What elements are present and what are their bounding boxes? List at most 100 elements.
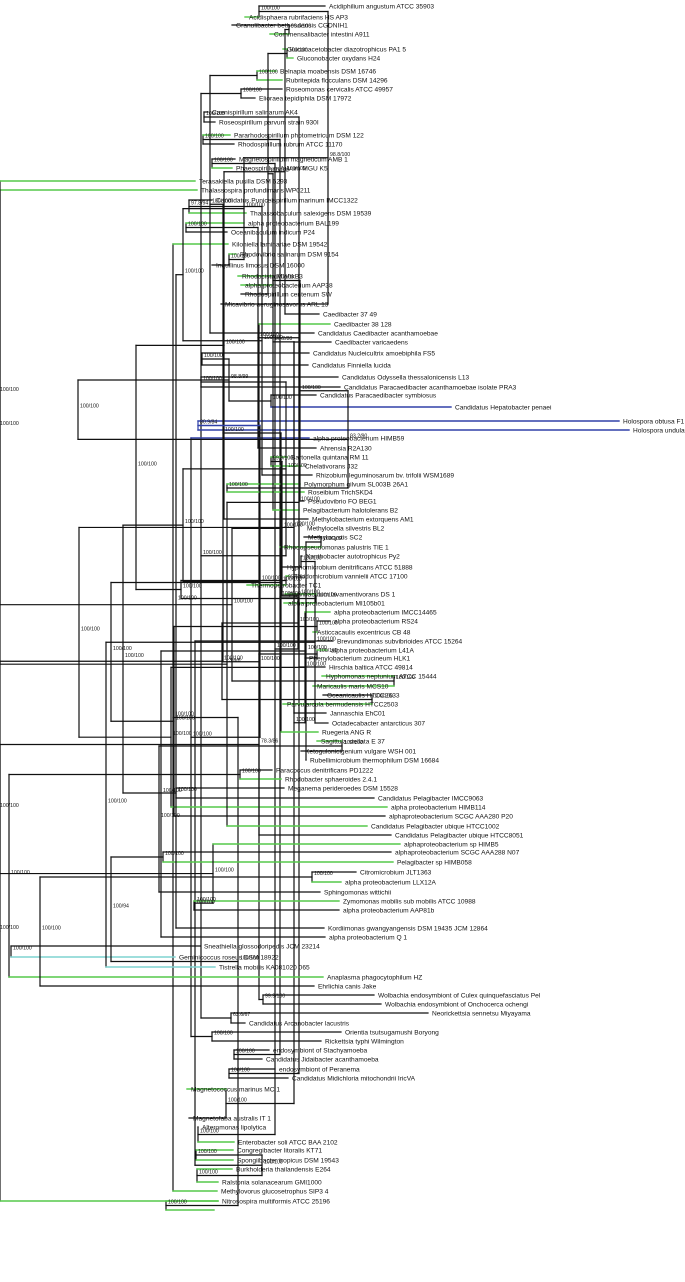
taxon-label: Ruegeria ANG R	[322, 729, 371, 736]
tree-labels: Acidiphilium angustum ATCC 35903Acidisph…	[179, 3, 685, 1205]
support-value: 100/100	[301, 496, 320, 502]
support-value: 100/100	[81, 626, 100, 632]
support-value: 100/100	[236, 1049, 255, 1055]
taxon-label: alpha proteobacterium LLX12A	[345, 879, 437, 886]
taxon-label: Hyphomicrobium denitrificans ATCC 51888	[287, 564, 413, 571]
support-value: 100/100	[261, 656, 280, 662]
taxon-label: alpha proteobacterium HIMB59	[313, 435, 405, 442]
support-value: 100/100	[193, 731, 212, 737]
support-value: 100/100	[302, 385, 321, 391]
taxon-label: alpha proteobacterium MI105b01	[288, 600, 385, 607]
support-value: 100/100	[113, 646, 132, 652]
taxon-label: Rhodovibrio salinarum DSM 9154	[240, 251, 339, 258]
taxon-label: Spongiibacter tropicus DSM 19543	[237, 1157, 339, 1164]
taxon-label: Zymomonas mobilis sub mobilis ATCC 10988	[343, 898, 476, 905]
taxon-label: Rickettsia typhi Wilmington	[325, 1038, 404, 1045]
taxon-label: Roseomonas cervicalis ATCC 49957	[286, 86, 393, 93]
taxon-label: Rubritepida flocculans DSM 14296	[286, 77, 388, 84]
support-value: 100/100	[240, 956, 259, 962]
taxon-label: alpha proteobacterium AAP38	[245, 282, 333, 289]
taxon-label: Acidisphaera rubrifaciens HS AP3	[249, 14, 348, 21]
taxon-label: Wolbachia endosymbiont of Culex quinquef…	[378, 992, 541, 999]
support-value: 93.2/90	[350, 433, 367, 439]
support-value: 100/100	[296, 521, 315, 527]
taxon-label: Magnetospirillum magneticum AMB 1	[239, 156, 348, 163]
taxon-label: endosymbiont of Peranema	[279, 1066, 360, 1073]
taxon-label: Caedibacter varicaedens	[335, 339, 409, 346]
taxon-label: Methylocella silvestris BL2	[307, 525, 385, 532]
support-value: 100/100	[178, 787, 197, 793]
taxon-label: alphaproteobacterium SCGC AAA280 P20	[389, 813, 513, 820]
support-value: 100/100	[0, 421, 19, 427]
taxon-label: Ehrlichia canis Jake	[318, 983, 377, 990]
support-value: 98.8/100	[330, 152, 350, 158]
support-value: 3.6/8	[229, 658, 241, 664]
support-value: 100/100	[0, 0, 19, 2]
support-value: 100/100	[344, 740, 363, 746]
taxon-label: Rhodobacter sphaeroides 2.4.1	[285, 776, 377, 783]
taxon-label: Caedibacter 37 49	[323, 311, 377, 318]
taxon-label: Methylovorus glucosetrophus SIP3 4	[221, 1188, 329, 1195]
support-value: 100/100	[0, 0, 19, 2]
taxon-label: Holospora obtusa F1	[623, 418, 685, 425]
support-value: 100/100	[243, 88, 262, 94]
taxon-label: Geminicoccus roseus DSM 18922	[179, 954, 279, 961]
taxon-label: Thalassospira profundimaris WP0211	[201, 187, 311, 194]
taxon-label: Magnetococcus marinus MC 1	[191, 1086, 280, 1093]
support-value: 99.2/88	[275, 336, 292, 342]
support-value: 100/100	[163, 788, 182, 794]
taxon-label: Burkholderia thailandensis E264	[236, 1166, 331, 1173]
taxon-label: Pararhodospirillum photometricum DSM 122	[234, 132, 364, 139]
support-value: 100/100	[196, 900, 215, 906]
taxon-label: Bartonella quintana RM 11	[291, 454, 369, 461]
support-value: 100/100	[264, 335, 283, 341]
taxon-label: Rhodospirillum rubrum ATCC 11170	[238, 141, 343, 148]
support-value: 100/100	[308, 645, 327, 651]
support-value: 100/100	[314, 871, 333, 877]
support-value: 98.8/99	[231, 374, 248, 380]
support-value: 100/100	[259, 70, 278, 76]
support-value: 100/100	[0, 0, 19, 2]
tree-branches	[0, 5, 630, 1211]
taxon-label: Rhizobium leguminosarum bv. trifolii WSM…	[316, 472, 454, 479]
taxon-label: Paracoccus denitrificans PD1222	[276, 767, 373, 774]
support-value: 100/100	[319, 648, 338, 654]
support-value: 100/100	[242, 769, 261, 775]
support-value: 100/100	[300, 617, 319, 623]
taxon-label: Granulibacter bethesdensis CGDNIH1	[236, 22, 348, 29]
taxon-label: Octadecabacter antarcticus 307	[332, 720, 425, 727]
support-value: 100/100	[231, 1068, 250, 1074]
support-value: 100/100	[168, 1200, 187, 1206]
support-value: 100/100	[234, 599, 253, 605]
support-value: 100/100	[185, 269, 204, 275]
support-value: 100/100	[231, 254, 250, 260]
taxon-label: Rubellimicrobium thermophilum DSM 16684	[310, 757, 439, 764]
support-values: 100/10099.6/100100/10099.9/100100/100100…	[0, 0, 415, 1206]
taxon-label: Candidatus Arcanobacter lacustris	[249, 1020, 350, 1027]
taxon-label: Candidatus Puniceispirillum marinum IMCC…	[216, 197, 358, 204]
support-value: 100/100	[261, 6, 280, 12]
taxon-label: Sagittula stellata E 37	[321, 738, 385, 745]
taxon-label: Candidatus Paracaedibacter acanthamoebae…	[344, 384, 517, 391]
taxon-label: Candidatus Pelagibacter IMCC9063	[378, 795, 484, 802]
support-value: 100/100	[264, 1159, 283, 1165]
taxon-label: Holospora undulata HU1	[633, 427, 685, 434]
taxon-label: Thermopetrobacter TC1	[251, 582, 322, 589]
taxon-label: alpha proteobacterium Q 1	[329, 934, 407, 941]
support-value: 100/100	[273, 395, 292, 401]
support-value: 100/100	[228, 1098, 247, 1104]
taxon-label: Ketogulonicigenium vulgare WSH 001	[305, 748, 416, 755]
taxon-label: Phaeospirillum fulvum MGU K5	[236, 165, 328, 172]
support-value: 100/100	[200, 1129, 219, 1135]
support-value: 78.3/86	[261, 739, 278, 745]
support-value: 100/100	[282, 591, 301, 597]
support-value: 100/100	[214, 1031, 233, 1037]
taxon-label: Kiloniella laminariae DSM 19542	[232, 241, 328, 248]
taxon-label: Candidatus Pelagibacter ubique HTCC8051	[395, 832, 524, 839]
taxon-label: Belnapia moabensis DSM 16746	[280, 68, 376, 75]
support-value: 100/100	[374, 694, 393, 700]
taxon-label: Micavibrio aeruginosavorus ARL 13	[225, 301, 329, 308]
taxon-label: Terasakiella pusilla DSM 6293	[199, 178, 288, 185]
support-value: 100/100	[0, 803, 19, 809]
taxon-label: Roseospirillum parvum strain 930I	[219, 119, 319, 126]
